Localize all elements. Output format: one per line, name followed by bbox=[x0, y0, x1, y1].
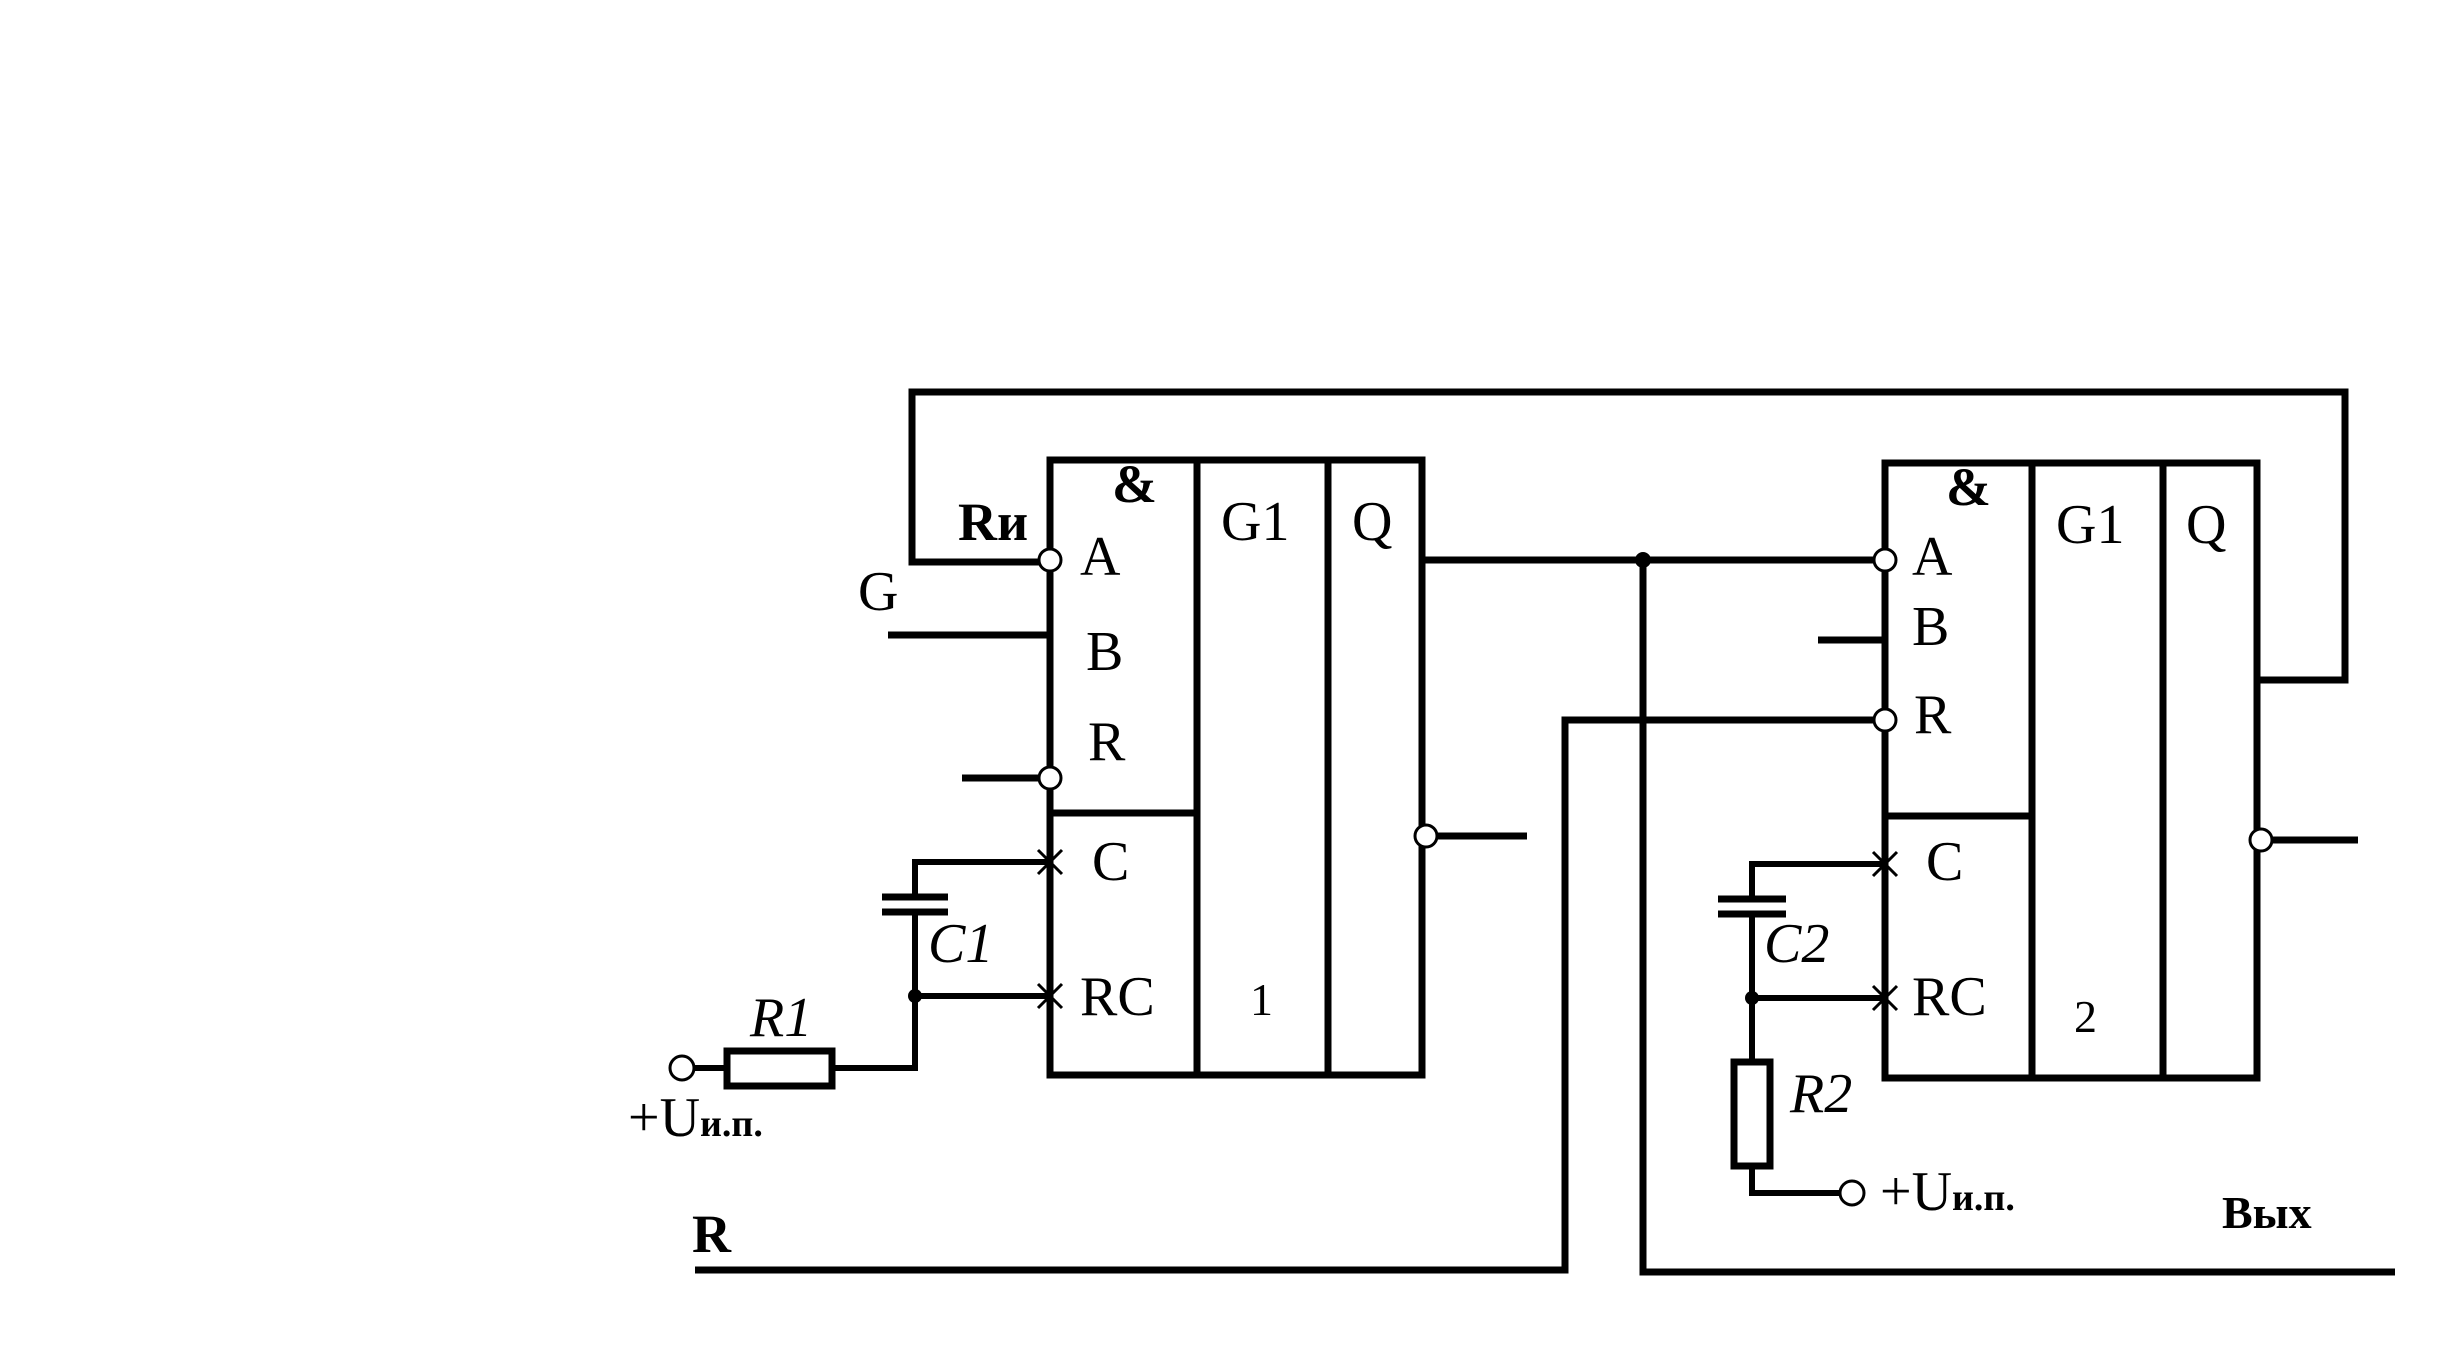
c2-top-wire bbox=[1749, 861, 1885, 897]
timing-network-1: C1 R1 +Uи.п. bbox=[628, 859, 1050, 1149]
output-wire bbox=[1639, 560, 2395, 1276]
supply-1-label: +Uи.п. bbox=[628, 1087, 763, 1149]
supply-2-label: +Uи.п. bbox=[1880, 1161, 2015, 1223]
chip-1-inverting-input-r bbox=[1037, 765, 1063, 791]
chip-1-pin-a: A bbox=[1080, 526, 1121, 588]
chip-2-body bbox=[1881, 459, 2261, 1082]
chip-1-inverting-input-a bbox=[1037, 547, 1063, 573]
chip-1-inverting-output bbox=[1413, 823, 1439, 849]
supply-1-terminal bbox=[668, 1054, 696, 1082]
chip-1-pin-r: R bbox=[1088, 711, 1126, 773]
r1-resistor bbox=[723, 1047, 836, 1090]
chip-1-pin-ri: Rи bbox=[958, 492, 1028, 552]
pin-markers bbox=[1036, 547, 2274, 1012]
chip-2-output-label: Q bbox=[2186, 494, 2226, 556]
r2-resistor bbox=[1730, 1058, 1774, 1170]
chip-2-function-label: G1 bbox=[2056, 494, 2124, 556]
chip-2: & G1 Q A B R C RC 2 bbox=[1881, 457, 2261, 1082]
chip-1-and-symbol: & bbox=[1112, 454, 1157, 514]
chip-1-c-pin-marker bbox=[1036, 848, 1064, 876]
chip-2-pin-b: B bbox=[1912, 596, 1949, 658]
chip-2-pin-r: R bbox=[1914, 684, 1952, 746]
g-input-label: G bbox=[858, 561, 898, 623]
c2-label: C2 bbox=[1764, 913, 1829, 975]
chip-1: & G1 Q A B R C RC 1 Rи bbox=[958, 454, 1426, 1079]
chip-1-pin-b: B bbox=[1086, 621, 1123, 683]
r2-label: R2 bbox=[1789, 1063, 1852, 1125]
chip-2-and-symbol: & bbox=[1946, 457, 1991, 517]
r-input-label: R bbox=[692, 1204, 732, 1264]
chip-2-number: 2 bbox=[2074, 991, 2097, 1042]
chip-2-pin-c: C bbox=[1926, 831, 1963, 893]
wires bbox=[695, 388, 2395, 1276]
chip-1-function-label: G1 bbox=[1221, 491, 1289, 553]
rc2-junction bbox=[1745, 991, 1759, 1005]
chip-1-pin-rc: RC bbox=[1080, 966, 1155, 1028]
chip-2-inverting-input-r bbox=[1872, 707, 1898, 733]
chip-1-number: 1 bbox=[1250, 974, 1273, 1025]
rc1-junction bbox=[908, 989, 922, 1003]
chip-1-rc-pin-marker bbox=[1036, 982, 1064, 1010]
chip-2-inverting-output bbox=[2248, 827, 2274, 853]
chip-2-pin-rc: RC bbox=[1912, 966, 1987, 1028]
c1-bottom-wire bbox=[832, 914, 918, 1071]
chip-1-output-label: Q bbox=[1352, 491, 1392, 553]
output-label: Вых bbox=[2222, 1187, 2312, 1238]
r1-label: R1 bbox=[749, 987, 812, 1049]
c1-top-wire bbox=[912, 859, 1050, 895]
r2-lead-wire bbox=[1749, 1166, 1840, 1196]
feedback-wire bbox=[908, 388, 2349, 684]
r-input-wire bbox=[695, 716, 1885, 1274]
chip-1-pin-c: C bbox=[1092, 831, 1129, 893]
chip-2-inverting-input-a bbox=[1872, 547, 1898, 573]
output-junction bbox=[1635, 552, 1651, 568]
timing-network-2: C2 R2 +Uи.п. bbox=[1718, 861, 2015, 1223]
chip-2-rc-pin-marker bbox=[1871, 984, 1899, 1012]
supply-2-terminal bbox=[1838, 1179, 1866, 1207]
chip-2-c-pin-marker bbox=[1871, 850, 1899, 878]
chip-2-pin-a: A bbox=[1912, 526, 1953, 588]
c1-label: C1 bbox=[928, 913, 993, 975]
